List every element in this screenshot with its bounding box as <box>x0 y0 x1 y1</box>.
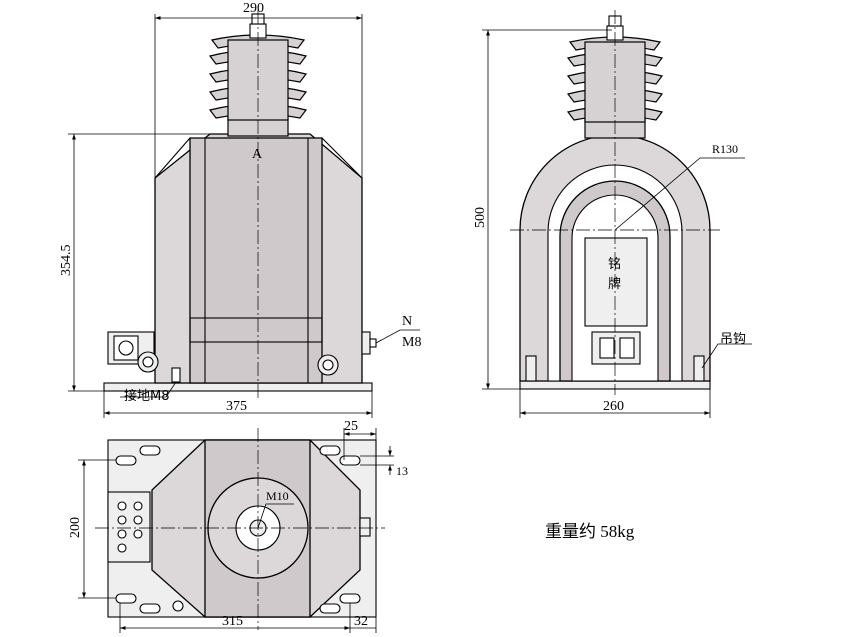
top-terminal-block <box>107 491 151 563</box>
nameplate <box>584 237 648 327</box>
ground-m8-label: 接地M8 <box>124 388 170 404</box>
top-view: M10 200 315 32 25 13 <box>68 419 408 633</box>
front-height-354: 354.5 <box>59 245 74 277</box>
side-height-500: 500 <box>473 207 488 228</box>
ground-symbol <box>172 600 184 612</box>
ground-bolt <box>171 367 181 383</box>
front-base-375: 375 <box>226 399 247 414</box>
top-width-315: 315 <box>222 614 243 629</box>
slot-13: 13 <box>396 464 408 478</box>
front-width-290: 290 <box>243 1 264 16</box>
side-base-260: 260 <box>603 399 624 414</box>
top-depth-200: 200 <box>68 517 83 538</box>
front-terminal-box <box>107 331 159 373</box>
n-label: N <box>402 314 412 329</box>
front-view: A 290 354.5 375 接地M8 <box>59 1 421 418</box>
n-bolt-m8: M8 <box>402 335 421 350</box>
hook-label: 吊钩 <box>720 332 746 347</box>
hook <box>693 355 705 382</box>
offset-25: 25 <box>344 419 358 434</box>
n-terminal <box>361 331 371 355</box>
side-view: 铭 牌 R130 吊钩 500 <box>473 10 752 418</box>
radius-r130: R130 <box>712 142 738 156</box>
front-core <box>189 137 323 384</box>
terminal-a-label: A <box>252 147 263 162</box>
edge-offset-32: 32 <box>354 614 368 629</box>
nameplate-char-1: 铭 <box>608 257 621 272</box>
nameplate-char-2: 牌 <box>608 276 621 292</box>
weight-note: 重量约 58kg <box>545 522 635 541</box>
m10-label: M10 <box>266 489 289 503</box>
